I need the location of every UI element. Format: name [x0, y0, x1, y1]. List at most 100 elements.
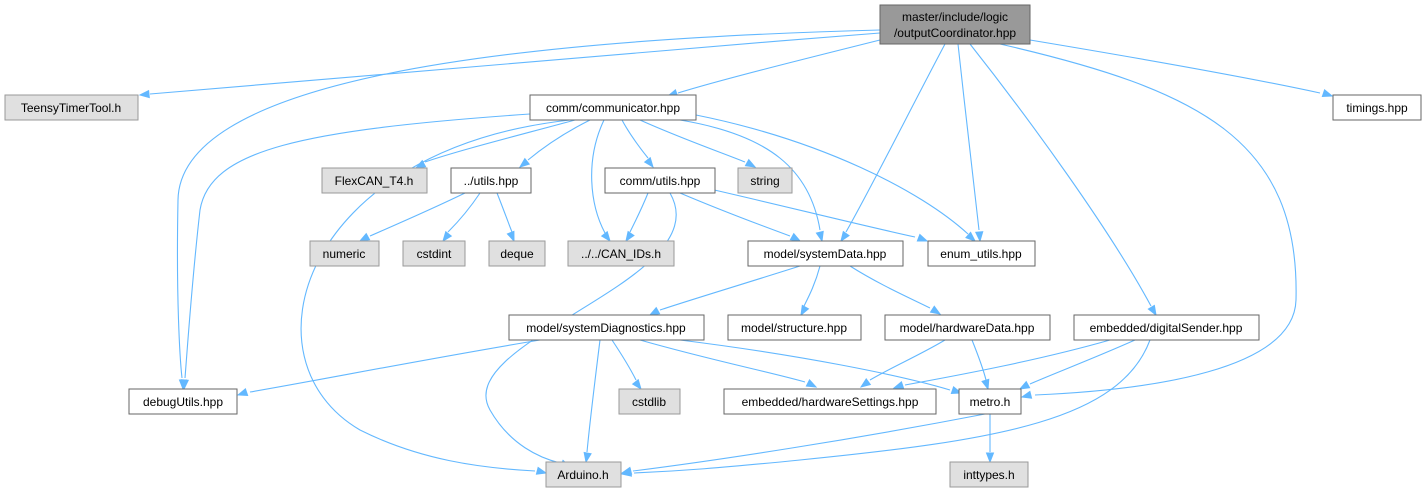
- edge-sysdiag-to-arduino-line: [586, 339, 601, 453]
- edge-comm-to-systemdata: [679, 119, 824, 243]
- edge-root-to-communicator: [666, 39, 881, 98]
- edge-root-to-metro: [999, 43, 1297, 399]
- edge-comm-to-debugutils: [180, 113, 531, 391]
- edge-root-to-systemdata-arrowhead: [840, 230, 850, 243]
- node-system-diagnostics[interactable]: model/systemDiagnostics.hpp: [508, 314, 705, 341]
- node-communicator[interactable]: comm/communicator.hpp: [529, 94, 697, 121]
- edge-utils-to-numeric-arrowhead: [358, 232, 371, 242]
- edge-root-to-metro-line: [999, 43, 1297, 396]
- node-deque-label: deque: [500, 247, 534, 261]
- edge-commutils-to-canids-line: [629, 192, 649, 233]
- node-cstdint[interactable]: cstdint: [402, 240, 466, 267]
- edge-root-to-systemdata: [840, 43, 946, 243]
- node-digital-sender[interactable]: embedded/digitalSender.hpp: [1073, 314, 1260, 341]
- edge-root-to-enumutils-line: [957, 43, 980, 231]
- node-timings[interactable]: timings.hpp: [1332, 94, 1422, 121]
- edge-comm-to-enumutils-arrowhead: [965, 231, 977, 242]
- edge-root-to-teensy-line: [149, 32, 881, 95]
- node-inttypes[interactable]: inttypes.h: [949, 461, 1029, 488]
- node-utils-label: ../utils.hpp: [464, 174, 519, 188]
- node-communicator-label: comm/communicator.hpp: [546, 101, 680, 115]
- node-enum-utils-label: enum_utils.hpp: [940, 247, 1022, 261]
- edge-systemdata-to-structure-arrowhead: [800, 304, 810, 317]
- edge-sysdiag-to-cstdlib: [611, 339, 642, 391]
- edge-commutils-to-enumutils: [709, 188, 929, 242]
- edge-comm-to-canids-line: [591, 119, 606, 234]
- edge-comm-to-enumutils: [695, 114, 977, 242]
- edge-sysdiag-to-metro: [679, 339, 963, 395]
- node-teensy-timer-tool[interactable]: TeensyTimerTool.h: [4, 94, 139, 121]
- node-structure[interactable]: model/structure.hpp: [727, 314, 862, 341]
- edge-hwdata-to-hwsettings-arrowhead: [859, 377, 872, 388]
- edge-root-to-digitalsender: [969, 43, 1157, 317]
- edge-sysdiag-to-debugutils: [236, 339, 541, 397]
- edge-sysdiag-to-arduino-arrowhead: [583, 451, 592, 464]
- node-hardware-data[interactable]: model/hardwareData.hpp: [884, 314, 1051, 341]
- node-can-ids-label: ../../CAN_IDs.h: [581, 247, 661, 261]
- edge-comm-to-flexcan-line: [424, 119, 576, 163]
- edge-commutils-to-canids-arrowhead: [625, 230, 635, 243]
- edge-digitalsender-to-hwsettings-line: [904, 339, 1111, 386]
- edge-systemdata-to-sysdiag: [648, 265, 801, 316]
- node-deque[interactable]: deque: [488, 240, 546, 267]
- node-utils[interactable]: ../utils.hpp: [450, 167, 532, 194]
- edge-comm-to-canids: [591, 119, 611, 243]
- edge-commutils-to-systemdata: [679, 192, 802, 242]
- node-hardware-data-label: model/hardwareData.hpp: [900, 321, 1035, 335]
- edge-root-to-debugutils-line: [176, 29, 881, 379]
- node-can-ids[interactable]: ../../CAN_IDs.h: [567, 240, 675, 267]
- edge-systemdata-to-sysdiag-line: [659, 265, 801, 311]
- node-flexcan-label: FlexCAN_T4.h: [335, 174, 414, 188]
- node-numeric[interactable]: numeric: [309, 240, 380, 267]
- edge-metro-to-inttypes: [985, 414, 995, 464]
- edge-comm-to-debugutils-arrowhead: [180, 379, 190, 391]
- edge-comm-to-arduino-arrowhead: [535, 466, 548, 475]
- edge-systemdata-to-hwdata-arrowhead: [929, 305, 942, 315]
- node-debug-utils[interactable]: debugUtils.hpp: [128, 388, 238, 415]
- node-hardware-settings-label: embedded/hardwareSettings.hpp: [742, 395, 919, 409]
- node-arduino[interactable]: Arduino.h: [545, 461, 622, 488]
- node-output-coordinator[interactable]: master/include/logic /outputCoordinator.…: [879, 4, 1031, 45]
- edge-commutils-to-systemdata-line: [679, 192, 791, 237]
- edge-sysdiag-to-debugutils-arrowhead: [236, 387, 249, 397]
- edge-sysdiag-to-debugutils-line: [249, 339, 541, 393]
- edge-digitalsender-to-arduino-line: [633, 339, 1151, 474]
- node-comm-utils-label: comm/utils.hpp: [620, 174, 701, 188]
- node-string[interactable]: string: [737, 167, 793, 194]
- node-hardware-settings[interactable]: embedded/hardwareSettings.hpp: [723, 388, 937, 415]
- node-arduino-label: Arduino.h: [557, 468, 608, 482]
- edge-root-to-communicator-line: [677, 39, 881, 94]
- edge-hwdata-to-metro: [971, 339, 990, 391]
- node-flexcan[interactable]: FlexCAN_T4.h: [321, 167, 428, 194]
- node-system-diagnostics-label: model/systemDiagnostics.hpp: [526, 321, 686, 335]
- edge-sysdiag-to-hwsettings: [639, 339, 818, 388]
- edge-root-to-timings-line: [1029, 39, 1321, 94]
- node-inttypes-label: inttypes.h: [963, 468, 1014, 482]
- edge-systemdata-to-structure-line: [803, 265, 821, 307]
- edge-comm-to-string: [639, 119, 757, 168]
- edge-hwdata-to-metro-arrowhead: [981, 378, 990, 391]
- node-metro[interactable]: metro.h: [958, 388, 1022, 415]
- edge-comm-to-utils: [518, 119, 591, 168]
- edge-digitalsender-to-metro-line: [1029, 339, 1136, 385]
- edge-digitalsender-to-hwsettings-arrowhead: [892, 380, 905, 390]
- edge-commutils-to-canids: [625, 192, 649, 243]
- edge-comm-to-string-line: [639, 119, 746, 163]
- node-enum-utils[interactable]: enum_utils.hpp: [927, 240, 1036, 267]
- edge-digitalsender-to-metro-arrowhead: [1018, 380, 1031, 390]
- edge-metro-to-inttypes-arrowhead: [985, 452, 995, 464]
- edge-hwdata-to-hwsettings-line: [869, 339, 946, 381]
- edge-utils-to-cstdint: [442, 192, 481, 243]
- edge-sysdiag-to-arduino: [583, 339, 601, 464]
- edge-utils-to-deque: [496, 192, 515, 243]
- edge-sysdiag-to-hwsettings-line: [639, 339, 806, 383]
- node-system-data-label: model/systemData.hpp: [764, 247, 887, 261]
- edge-root-to-timings-arrowhead: [1321, 88, 1334, 98]
- node-system-data[interactable]: model/systemData.hpp: [747, 240, 904, 267]
- node-teensy-timer-tool-label: TeensyTimerTool.h: [21, 101, 121, 115]
- edge-systemdata-to-sysdiag-arrowhead: [648, 306, 661, 316]
- node-timings-label: timings.hpp: [1346, 101, 1408, 115]
- node-comm-utils[interactable]: comm/utils.hpp: [604, 167, 716, 194]
- node-cstdlib[interactable]: cstdlib: [618, 388, 681, 415]
